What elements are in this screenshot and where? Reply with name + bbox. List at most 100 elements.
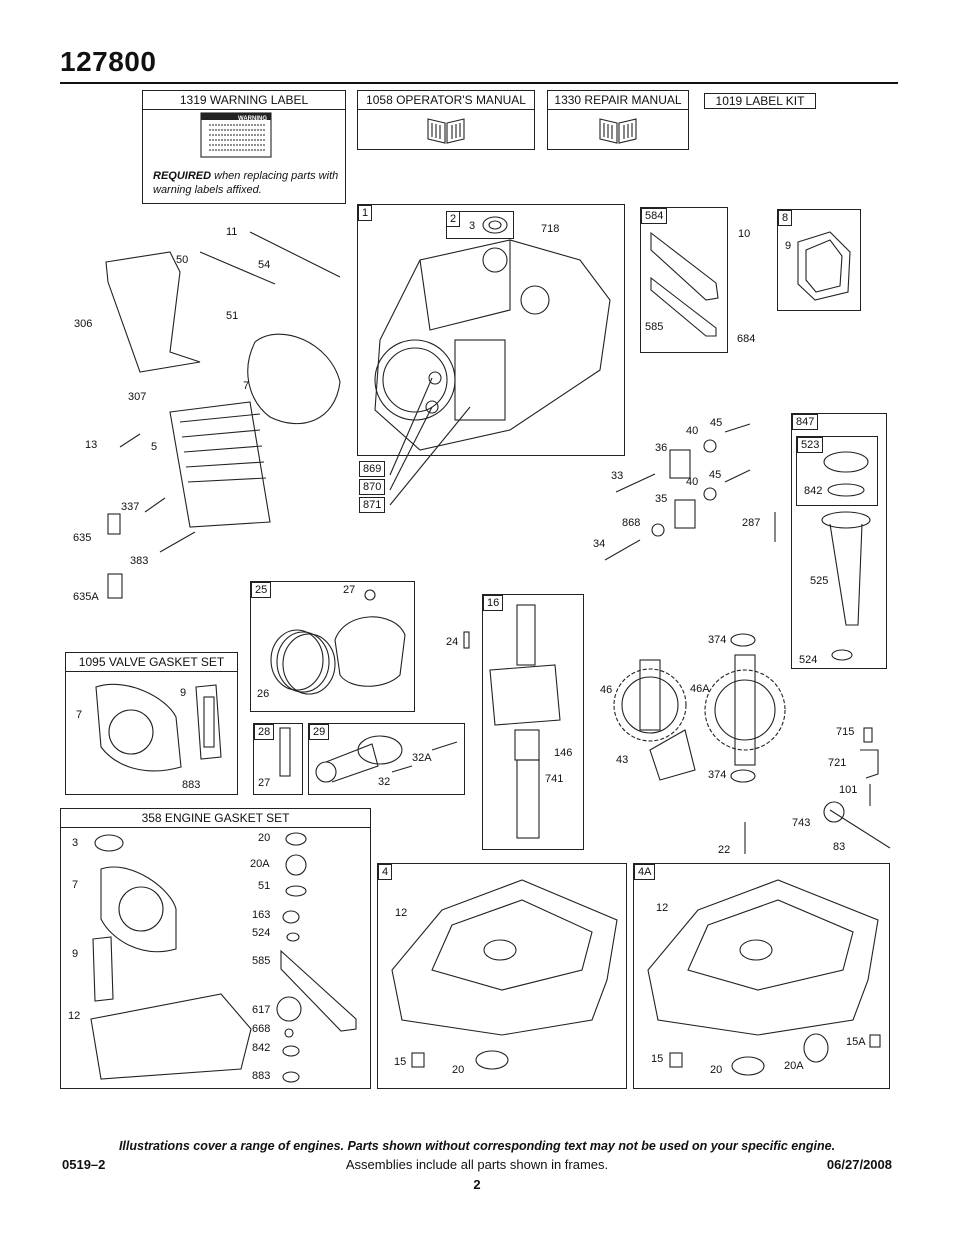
breather-frame: [777, 209, 861, 311]
governor-parts-drawing: [823, 727, 891, 849]
dipstick-assembly-frame: [791, 413, 887, 669]
part-label: 883: [252, 1070, 271, 1082]
part-label: 20: [452, 1064, 465, 1076]
part-label: 22: [718, 844, 731, 856]
repair-manual-frame: 1330 REPAIR MANUAL: [547, 90, 689, 150]
part-label: 10: [738, 228, 751, 240]
part-label: 9: [785, 240, 792, 252]
part-label: 3: [72, 837, 79, 849]
part-label: 12: [68, 1010, 81, 1022]
part-label: 3: [469, 220, 476, 232]
part-label: 13: [85, 439, 98, 451]
warning-decal-heading: WARNING: [238, 116, 267, 122]
part-label: 36: [655, 442, 668, 454]
dipstick-tag: 523: [797, 437, 824, 453]
part-label: 7: [243, 380, 250, 392]
cylinder-block-drawing: [374, 239, 611, 506]
page-number: 2: [473, 1177, 481, 1192]
wrist-pin-drawing: [279, 727, 291, 777]
book-icon: [427, 118, 465, 144]
part-label: 585: [252, 955, 271, 967]
part-label: 842: [252, 1042, 271, 1054]
piston-tag: 25: [251, 582, 272, 598]
part-label: 842: [804, 485, 823, 497]
part-label: 721: [828, 757, 847, 769]
crankshaft-tag: 16: [483, 595, 504, 611]
part-label: 668: [252, 1023, 271, 1035]
part-label: 524: [252, 927, 271, 939]
part-label: 101: [839, 784, 858, 796]
part-label: 307: [128, 391, 147, 403]
part-label: 617: [252, 1004, 271, 1016]
part-label: 163: [252, 909, 271, 921]
connecting-rod-drawing: [315, 735, 458, 783]
part-label: 374: [708, 769, 727, 781]
part-label: 20A: [784, 1060, 804, 1072]
part-label: 46A: [690, 683, 710, 695]
part-label: 868: [622, 517, 641, 529]
part-label: 12: [395, 907, 408, 919]
part-label: 40: [686, 476, 699, 488]
engine-gasket-set-frame: 358 ENGINE GASKET SET: [60, 808, 371, 1089]
sump-alt-frame: [633, 863, 890, 1089]
footer-assemblies-note: Assemblies include all parts shown in fr…: [345, 1157, 609, 1172]
valve-gasket-set-title: 1095 VALVE GASKET SET: [66, 653, 237, 672]
dipstick-assembly-tag: 847: [792, 414, 819, 430]
part-label: 15A: [846, 1036, 866, 1048]
part-label: 34: [593, 538, 606, 550]
sump-drawing: [391, 879, 618, 1070]
part-label: 585: [645, 321, 664, 333]
breather-tag: 8: [778, 210, 793, 226]
part-label: 54: [258, 259, 271, 271]
part-label: 51: [226, 310, 239, 322]
piston-frame: [250, 581, 415, 712]
part-label: 20: [710, 1064, 723, 1076]
wrist-pin-frame: [253, 723, 303, 795]
camshaft-drawing: [613, 633, 786, 783]
part-label: 45: [709, 469, 722, 481]
part-label: 684: [737, 333, 756, 345]
part-label: 718: [541, 223, 560, 235]
valve-gasket-set-drawing: [95, 683, 222, 772]
part-label: 7: [76, 709, 83, 721]
part-label: 374: [708, 634, 727, 646]
part-label: 32: [378, 776, 391, 788]
part-label: 306: [74, 318, 93, 330]
part-label: 12: [656, 902, 669, 914]
valve-cover-gasket-drawing: [650, 231, 719, 337]
part-label: 43: [616, 754, 629, 766]
sump-frame: [377, 863, 627, 1089]
key-drawing: [463, 631, 470, 649]
part-label: 9: [72, 948, 79, 960]
bolt-22-drawing: [744, 822, 746, 854]
operators-manual-frame: 1058 OPERATOR'S MANUAL: [357, 90, 535, 150]
part-label: 50: [176, 254, 189, 266]
warning-label-title: 1319 WARNING LABEL: [143, 91, 345, 110]
sump-tag: 4: [378, 864, 393, 880]
footer-date: 06/27/2008: [826, 1157, 892, 1172]
valve-cover-gasket-frame: [640, 207, 728, 353]
title-rule: [60, 82, 898, 84]
part-label: 33: [611, 470, 624, 482]
part-label: 715: [836, 726, 855, 738]
part-label: 46: [600, 684, 613, 696]
part-label: 26: [257, 688, 270, 700]
sump-alt-tag: 4A: [634, 864, 656, 880]
valve-cover-gasket-tag: 584: [641, 208, 668, 224]
cylinder-frame: [357, 204, 625, 456]
warning-label-note: REQUIRED when replacing parts with warni…: [153, 169, 343, 197]
part-label: 51: [258, 880, 271, 892]
part-label: 5: [151, 441, 158, 453]
tag-871: 871: [359, 497, 386, 513]
warning-label-frame: 1319 WARNING LABEL WARNING REQUIRED when…: [142, 90, 346, 204]
oil-seal-drawing: [482, 216, 508, 234]
warning-label-note-text: when replacing parts with warning labels…: [153, 170, 339, 196]
footer-code: 0519–2: [62, 1157, 106, 1172]
piston-drawing: [270, 589, 406, 695]
model-number: 127800: [60, 46, 157, 77]
repair-manual-title: 1330 REPAIR MANUAL: [548, 91, 688, 110]
sump-alt-drawing: [647, 879, 881, 1076]
connecting-rod-frame: [308, 723, 465, 795]
valve-train-drawing: [604, 423, 776, 561]
label-kit-tag: 1019 LABEL KIT: [704, 93, 816, 109]
